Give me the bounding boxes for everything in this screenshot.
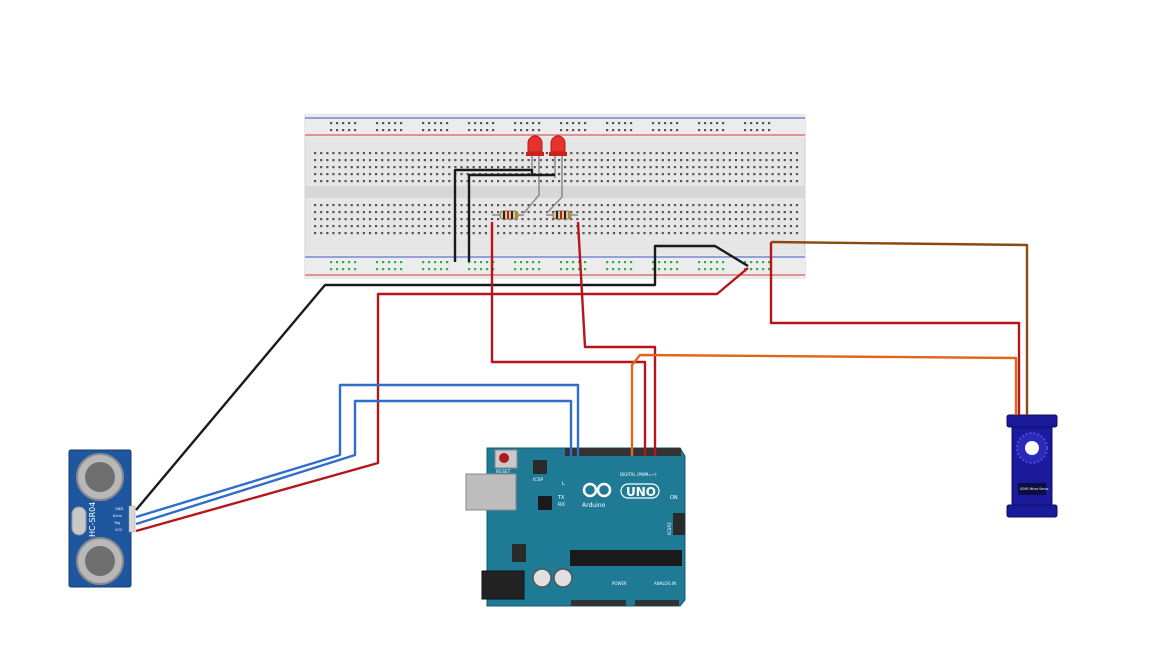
led-1 — [526, 135, 544, 175]
wire-ground-led-2 — [467, 173, 555, 262]
reset-label: RESET — [496, 469, 511, 475]
wire-sensor-trig — [135, 399, 573, 526]
wire-sensor-vcc — [135, 267, 749, 533]
sensor-pin-label-trig: Trig — [113, 521, 120, 525]
resistor-1 — [492, 210, 524, 220]
analog-label: ANALOG IN — [654, 581, 676, 586]
digital-label: DIGITAL (PWM=~) — [620, 472, 657, 477]
servo-label: SG90 Micro Servo — [1020, 487, 1048, 491]
sensor-pin-label-echo: Echo — [113, 514, 122, 518]
led-1-leg — [523, 168, 540, 214]
on-label: ON — [670, 495, 678, 501]
led-2 — [549, 135, 567, 178]
breadboard-connected-holes — [330, 261, 771, 271]
wire-sensor-gnd — [135, 244, 749, 511]
power-header — [571, 600, 626, 606]
sensor-pin-label-vcc: VCC — [115, 528, 123, 532]
sensor-pin-label-gnd: GND — [115, 507, 123, 511]
wire-servo-signal — [630, 353, 1018, 456]
resistor-2 — [546, 210, 578, 220]
brand-label: Arduino — [582, 502, 606, 509]
wires — [135, 168, 1029, 533]
icsp2-header — [673, 513, 685, 535]
sensor-model-label: HC-SR04 — [88, 502, 97, 537]
wire-servo-ground — [770, 240, 1029, 415]
wire-sensor-echo — [135, 383, 580, 519]
arduino-uno-board: RESET ICSP ICSP2 UNO Arduino TX RX ON L … — [465, 447, 686, 607]
power-label: POWER — [612, 581, 627, 586]
rx-label: RX — [558, 502, 565, 508]
digital-header — [565, 448, 681, 456]
wire-resistor-1-to-arduino — [490, 222, 647, 456]
tx-label: TX — [557, 495, 565, 501]
icsp-header — [533, 460, 547, 474]
wire-resistor-2-to-arduino — [576, 221, 657, 456]
led-2-leg — [546, 168, 563, 214]
wire-servo-power — [769, 242, 1021, 415]
microcontroller-chip — [570, 550, 682, 566]
wire-ground-led-1 — [453, 168, 534, 262]
uno-label: UNO — [626, 485, 656, 499]
l-label: L — [562, 481, 565, 487]
servo-motor: SG90 Micro Servo — [1006, 414, 1058, 518]
analog-header — [635, 600, 679, 606]
icsp2-label: ICSP2 — [667, 522, 673, 535]
icsp-label: ICSP — [533, 477, 543, 483]
ultrasonic-sensor: HC-SR04 GND Echo Trig VCC — [68, 449, 136, 588]
